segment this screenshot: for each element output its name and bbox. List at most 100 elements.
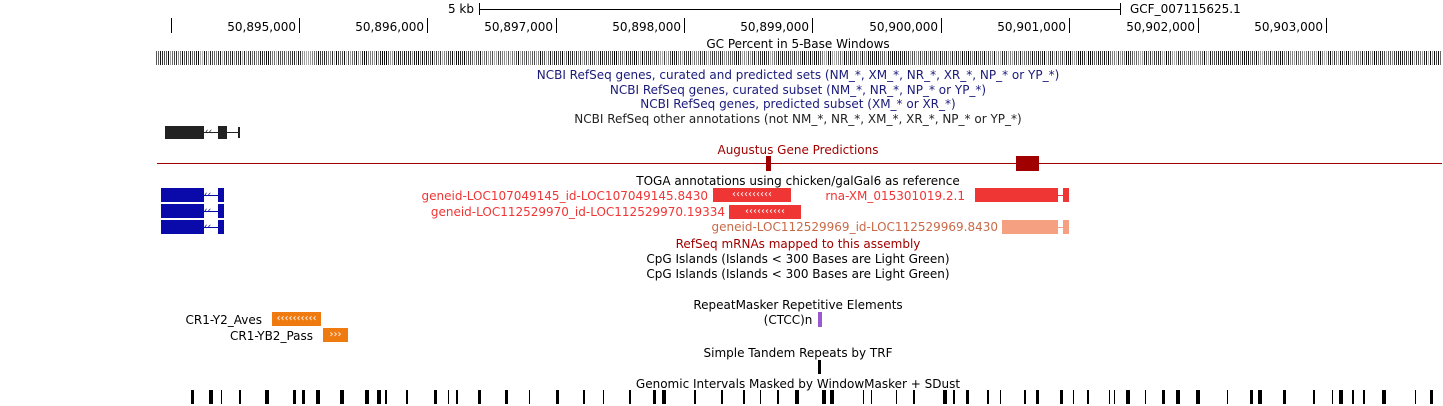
toga-feature-label[interactable]: geneid-LOC107049145_id-LOC107049145.8430 [421,189,709,203]
strand-arrows-icon: ‹‹ [205,127,213,137]
gc-bin [520,51,521,65]
rna-feature-label[interactable]: rna-XM_015301019.2.1 [825,189,965,203]
gc-bin [704,51,705,65]
refseq-other-track-title[interactable]: NCBI RefSeq other annotations (not NM_*,… [574,112,1022,126]
gc-bin [428,51,429,65]
gc-bin [1028,51,1029,65]
gc-bin [574,51,575,65]
gc-bin [1172,51,1173,65]
intron-line [1058,227,1064,228]
ruler-tick [684,18,685,33]
cpg-track-title[interactable]: CpG Islands (Islands < 300 Bases are Lig… [646,252,950,266]
gc-bin [876,51,877,65]
gc-bin [868,51,869,65]
toga-track-title[interactable]: TOGA annotations using chicken/galGal6 a… [636,174,960,188]
repeat-label[interactable]: CR1-Y2_Aves [185,313,262,327]
gc-bin [302,51,303,65]
gc-bin [796,51,797,65]
gc-bin [556,51,557,65]
trf-track-title[interactable]: Simple Tandem Repeats by TRF [703,346,893,360]
gc-bin [1096,51,1097,65]
gc-bin [960,51,961,65]
repeat-ctcc-element[interactable] [818,312,822,327]
gc-bin [534,51,535,65]
gc-bin [216,51,217,65]
gc-bin [948,51,949,65]
gc-bin [326,51,327,65]
refseq-predicted-track-title[interactable]: NCBI RefSeq genes, predicted subset (XM_… [640,97,956,111]
toga-feature-2[interactable]: ‹‹‹‹‹‹‹‹‹‹ [729,205,801,219]
gc-bin [452,51,453,65]
gc-bin [1296,51,1297,65]
gc-bin [406,51,407,65]
augustus-track-title[interactable]: Augustus Gene Predictions [717,143,879,157]
gc-bin [880,51,881,65]
gc-bin [522,51,523,65]
gc-bin [902,51,903,65]
trf-repeat-element[interactable] [818,360,821,374]
gc-bin [198,51,199,65]
gc-bin [188,51,189,65]
gc-bin [1342,51,1343,65]
repeat-label[interactable]: CR1-YB2_Pass [229,329,313,343]
toga-feature-label[interactable]: geneid-LOC112529969_id-LOC112529969.8430 [711,220,999,234]
augustus-exon[interactable] [1016,156,1039,171]
exon-block [161,204,204,218]
gc-bin [926,51,927,65]
augustus-exon[interactable] [766,156,771,171]
gc-bin [494,51,495,65]
toga-feature-1[interactable]: ‹‹‹‹‹‹‹‹‹‹ [713,188,791,202]
gc-bin [922,51,923,65]
gc-percent-track[interactable] [156,51,1442,65]
repeat-label[interactable]: (CTCC)n [763,313,813,327]
gc-bin [442,51,443,65]
gc-bin [1066,51,1067,65]
gc-bin [194,51,195,65]
gc-bin [650,51,651,65]
gc-bin [1334,51,1335,65]
masked-interval [721,390,723,404]
gc-bin [626,51,627,65]
gc-bin [196,51,197,65]
refseq-curated-track-title[interactable]: NCBI RefSeq genes, curated subset (NM_*,… [609,83,987,97]
windowmasker-track-title[interactable]: Genomic Intervals Masked by WindowMasker… [635,377,961,391]
gc-bin [1250,51,1251,65]
exon-block [975,188,1058,202]
gc-bin [1136,51,1137,65]
gc-bin [938,51,939,65]
masked-interval [1114,390,1115,404]
repeat-cr1-yb2-element[interactable]: ››› [323,328,348,342]
gc-bin [930,51,931,65]
repeat-cr1-y2-element[interactable]: ‹‹‹‹‹‹‹‹‹‹ [272,312,321,326]
gc-bin [214,51,215,65]
intron-line [204,211,218,212]
gc-bin [164,51,165,65]
gc-bin [322,51,323,65]
masked-interval [221,390,222,404]
gc-bin [586,51,587,65]
gc-bin [882,51,883,65]
gc-bin [988,51,989,65]
gc-bin [616,51,617,65]
refseq-all-track-title[interactable]: NCBI RefSeq genes, curated and predicted… [536,68,1060,82]
gc-bin [1318,51,1319,65]
gc-bin [854,51,855,65]
toga-feature-label[interactable]: geneid-LOC112529970_id-LOC112529970.1933… [430,205,725,219]
gc-bin [1084,51,1085,65]
cpg-track-title[interactable]: CpG Islands (Islands < 300 Bases are Lig… [646,267,950,281]
gc-bin [1416,51,1417,65]
repeatmasker-track-title[interactable]: RepeatMasker Repetitive Elements [693,298,903,312]
gc-percent-track-title[interactable]: GC Percent in 5-Base Windows [706,37,890,51]
gc-bin [942,51,943,65]
windowmasker-track[interactable] [156,390,1442,404]
masked-interval [653,390,656,404]
gc-bin [1180,51,1181,65]
augustus-gene-line[interactable] [157,163,1442,164]
gc-bin [1292,51,1293,65]
gc-bin [764,51,765,65]
gc-bin [1150,51,1151,65]
gc-bin [710,51,711,65]
gc-bin [1040,51,1041,65]
gc-bin [666,51,667,65]
refseq-mrnas-track-title[interactable]: RefSeq mRNAs mapped to this assembly [675,237,921,251]
